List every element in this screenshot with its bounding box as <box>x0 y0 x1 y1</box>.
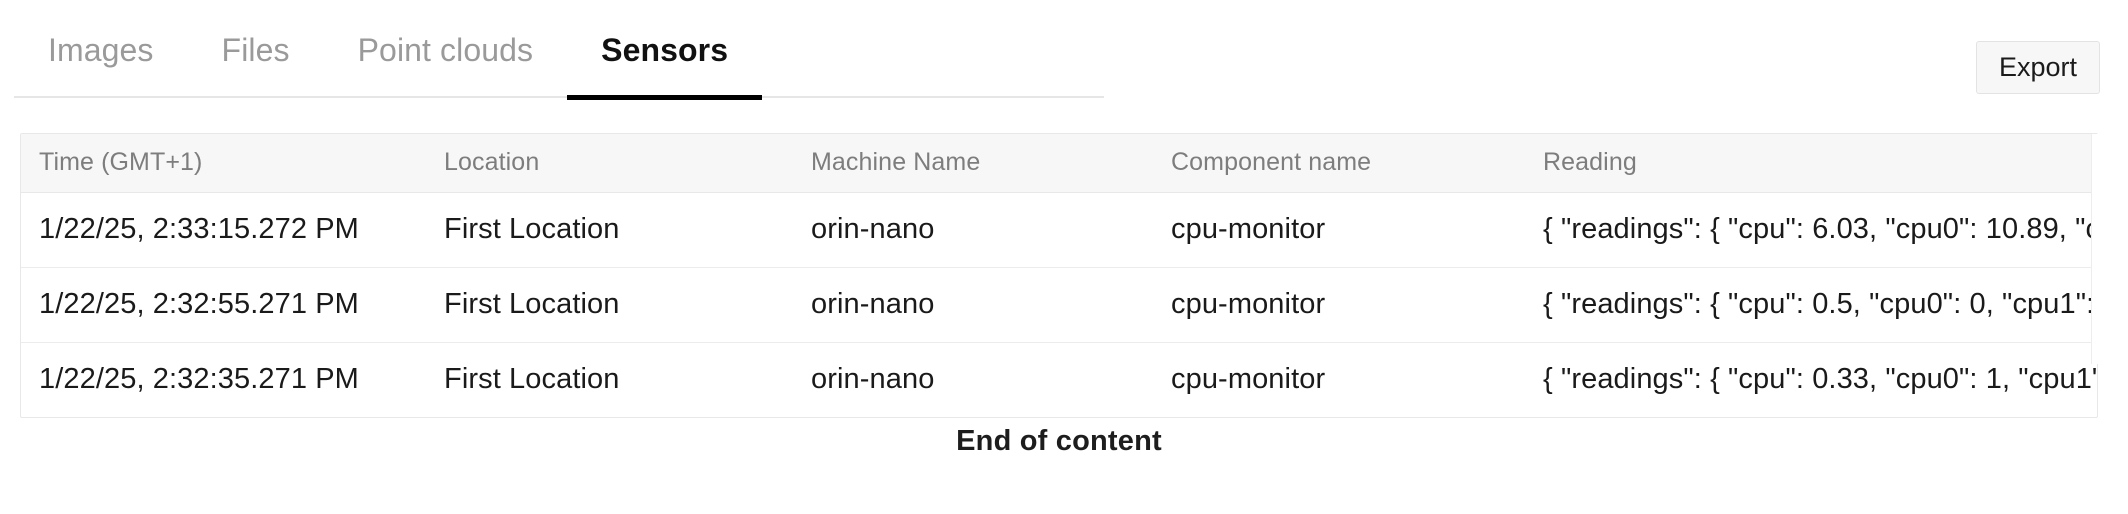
cell-machine-name: orin-nano <box>793 341 1153 417</box>
cell-location: First Location <box>426 341 793 417</box>
cell-component-name: cpu-monitor <box>1171 213 1326 245</box>
table-row[interactable]: 1/22/25, 2:32:35.271 PM First Location o… <box>21 341 2097 417</box>
table-scrollbar-thumb[interactable] <box>2094 134 2102 364</box>
table-vertical-scrollbar[interactable] <box>2091 134 2103 364</box>
sensors-table-container: Time (GMT+1) Location Machine Name Compo… <box>20 133 2098 418</box>
export-button-label: Export <box>1998 52 2078 82</box>
column-header-location[interactable]: Location <box>426 134 793 193</box>
tab-files-label: Files <box>221 31 290 68</box>
cell-time: 1/22/25, 2:33:15.272 PM <box>39 213 359 245</box>
tab-bar-divider <box>14 96 1104 98</box>
cell-reading[interactable]: { "readings": { "cpu": 0.5, "cpu0": 0, "… <box>1525 266 2097 342</box>
cell-machine-name: orin-nano <box>793 266 1153 342</box>
column-header-time[interactable]: Time (GMT+1) <box>21 134 426 193</box>
tab-images-label: Images <box>48 31 154 68</box>
cell-location: First Location <box>426 266 793 342</box>
table-header-row: Time (GMT+1) Location Machine Name Compo… <box>21 134 2097 193</box>
cell-time: 1/22/25, 2:32:35.271 PM <box>21 341 426 417</box>
cell-component-name: cpu-monitor <box>1153 266 1525 342</box>
cell-reading[interactable]: { "readings": { "cpu": 0.33, "cpu0": 1, … <box>1525 341 2097 417</box>
sensors-table: Time (GMT+1) Location Machine Name Compo… <box>21 134 2098 417</box>
tab-sensors-label: Sensors <box>601 31 729 68</box>
tab-bar: Images Files Point clouds Sensors Export <box>0 0 2128 100</box>
cell-time: 1/22/25, 2:32:55.271 PM <box>21 266 426 342</box>
cell-reading[interactable]: { "readings": { "cpu": 6.03, "cpu0": 10.… <box>1543 213 2098 245</box>
table-body: 1/22/25, 2:33:15.272 PM First Location o… <box>21 192 2098 417</box>
column-header-machine-name[interactable]: Machine Name <box>793 134 1153 193</box>
cell-machine-name: orin-nano <box>811 213 935 245</box>
tab-list: Images Files Point clouds Sensors <box>14 0 763 100</box>
column-header-component-name[interactable]: Component name <box>1153 134 1525 193</box>
cell-component-name: cpu-monitor <box>1153 341 1525 417</box>
tab-sensors[interactable]: Sensors <box>567 0 763 100</box>
cell-location: First Location <box>444 213 620 245</box>
end-of-content-label: End of content <box>956 425 1162 457</box>
tab-images[interactable]: Images <box>14 0 188 100</box>
export-button[interactable]: Export <box>1976 41 2100 94</box>
table-header: Time (GMT+1) Location Machine Name Compo… <box>21 134 2097 193</box>
tab-point-clouds-label: Point clouds <box>357 31 534 68</box>
tab-files[interactable]: Files <box>188 0 324 100</box>
tab-point-clouds[interactable]: Point clouds <box>324 0 568 100</box>
table-row[interactable]: 1/22/25, 2:32:55.271 PM First Location o… <box>21 266 2097 342</box>
table-row[interactable]: 1/22/25, 2:33:15.272 PM First Location o… <box>21 192 2098 267</box>
column-header-reading[interactable]: Reading <box>1525 134 2097 193</box>
